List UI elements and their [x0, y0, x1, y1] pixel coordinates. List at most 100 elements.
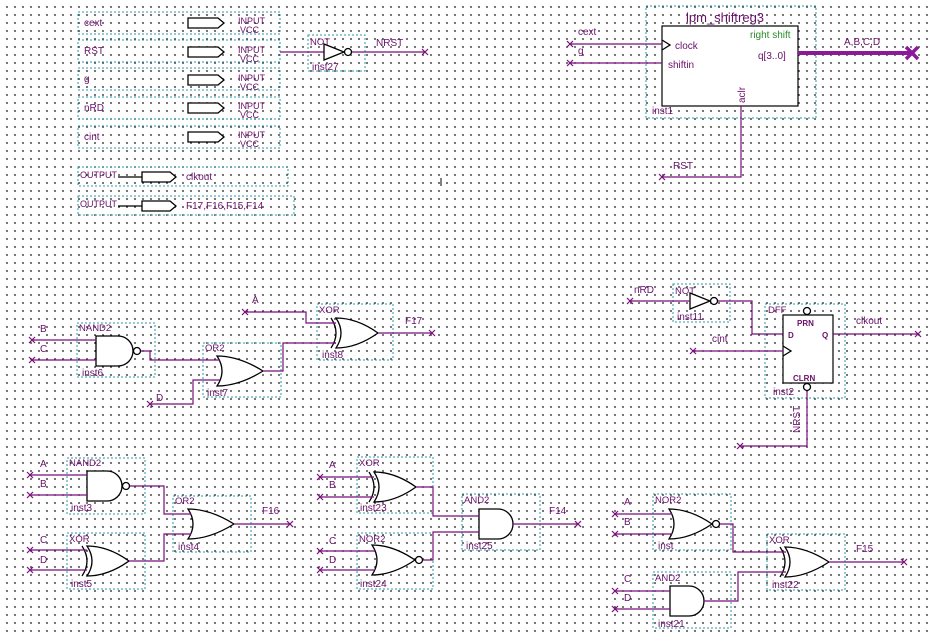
f15-label: F15	[856, 544, 874, 555]
svg-text:A: A	[329, 460, 336, 471]
svg-text:VCC: VCC	[240, 54, 260, 64]
shiftreg-block[interactable]: lpm_shiftreg3 right shift clock shiftin …	[566, 5, 920, 181]
svg-text:inst8: inst8	[322, 350, 344, 361]
svg-text:A: A	[40, 459, 47, 470]
svg-text:inst4: inst4	[178, 542, 200, 553]
svg-text:XOR: XOR	[769, 535, 790, 546]
svg-text:RST: RST	[673, 161, 693, 172]
pin-name-clkout: clkout	[186, 172, 212, 183]
svg-text:inst: inst	[658, 541, 674, 552]
pin-rst[interactable]: RST INPUT VCC	[77, 39, 281, 64]
pin-name-fbus: F17,F16,F15,F14	[186, 201, 264, 212]
svg-text:DFF: DFF	[768, 305, 787, 316]
pin-cint[interactable]: cint INPUT VCC	[77, 125, 281, 149]
svg-text:INPUT: INPUT	[238, 73, 266, 83]
svg-text:inst6: inst6	[82, 368, 104, 379]
svg-text:OUTPUT: OUTPUT	[80, 199, 118, 209]
nrst-label: NRST	[376, 38, 403, 49]
svg-text:VCC: VCC	[240, 110, 260, 120]
svg-text:AND2: AND2	[464, 495, 489, 506]
svg-text:nRD: nRD	[634, 285, 654, 296]
svg-text:inst23: inst23	[360, 503, 387, 514]
pin-name-nrd: nRD	[84, 103, 104, 114]
svg-text:NOR2: NOR2	[655, 495, 681, 506]
svg-text:INPUT: INPUT	[238, 16, 266, 26]
svg-text:inst2: inst2	[773, 387, 795, 398]
svg-text:C: C	[40, 344, 47, 355]
pin-name-cint: cint	[84, 132, 100, 143]
svg-text:inst22: inst22	[772, 580, 799, 591]
svg-text:NAND2: NAND2	[79, 323, 111, 334]
svg-text:VCC: VCC	[240, 82, 260, 92]
pin-cext[interactable]: cext INPUT VCC	[77, 11, 281, 35]
svg-text:D: D	[788, 331, 794, 340]
svg-text:NAND2: NAND2	[69, 458, 101, 469]
svg-text:inst3: inst3	[71, 503, 93, 514]
f17-circuit[interactable]: NAND2 B C inst6 OR2 D inst7 XOR A F17 in…	[28, 295, 436, 408]
svg-text:XOR: XOR	[319, 305, 340, 316]
svg-text:NOT: NOT	[310, 37, 330, 48]
f14-circuit[interactable]: XOR A B inst23 NOR2 C D inst24 AND2 F14 …	[316, 456, 582, 590]
pin-name-cext: cext	[84, 18, 103, 29]
svg-text:XOR: XOR	[359, 458, 380, 469]
svg-text:inst5: inst5	[71, 579, 93, 590]
pin-g[interactable]: g INPUT VCC	[77, 67, 281, 92]
svg-text:B: B	[624, 517, 631, 528]
svg-text:D: D	[40, 555, 47, 566]
svg-text:inst7: inst7	[207, 388, 229, 399]
svg-text:D: D	[329, 555, 336, 566]
clkout-label: clkout	[856, 316, 882, 327]
svg-text:PRN: PRN	[797, 319, 814, 328]
svg-text:Q: Q	[822, 331, 828, 340]
svg-text:B: B	[40, 324, 47, 335]
svg-text:inst21: inst21	[658, 619, 685, 630]
abcd-bus-label: A,B,C,D	[844, 37, 880, 48]
f16-label: F16	[262, 506, 280, 517]
svg-text:OR2: OR2	[205, 343, 225, 354]
svg-text:inst27: inst27	[312, 62, 339, 73]
svg-text:INPUT: INPUT	[238, 130, 266, 140]
not-gate-inst27[interactable]: NOT NRST inst27	[280, 34, 429, 73]
svg-text:OR2: OR2	[175, 496, 195, 507]
svg-text:NOR2: NOR2	[359, 534, 385, 545]
svg-text:q[3..0]: q[3..0]	[758, 51, 786, 62]
svg-text:CLRN: CLRN	[793, 374, 815, 383]
svg-text:clock: clock	[675, 41, 699, 52]
svg-text:right shift: right shift	[750, 30, 791, 41]
pin-name-rst: RST	[84, 46, 104, 57]
svg-text:AND2: AND2	[655, 573, 680, 584]
svg-text:cext: cext	[578, 27, 597, 38]
svg-text:D: D	[624, 593, 631, 604]
svg-text:B: B	[329, 480, 336, 491]
svg-text:NRST: NRST	[792, 406, 803, 433]
svg-text:aclr: aclr	[737, 86, 748, 103]
svg-text:OUTPUT: OUTPUT	[80, 170, 118, 180]
svg-text:g: g	[578, 46, 584, 57]
svg-text:B: B	[40, 479, 47, 490]
f17-label: F17	[405, 316, 423, 327]
f15-circuit[interactable]: NOR2 A B inst AND2 C D inst21 XOR F15 in…	[611, 493, 908, 630]
svg-text:inst24: inst24	[360, 579, 387, 590]
f14-label: F14	[549, 506, 567, 517]
dff-circuit[interactable]: NOT nRD inst11 DFF PRN D Q CLRN cint clk…	[626, 283, 922, 450]
svg-text:INPUT: INPUT	[238, 101, 266, 111]
svg-text:inst1: inst1	[652, 106, 674, 117]
svg-text:A: A	[252, 295, 259, 306]
svg-text:shiftin: shiftin	[668, 60, 694, 71]
pin-nrd[interactable]: nRD INPUT VCC	[77, 96, 281, 120]
svg-text:cint: cint	[712, 334, 728, 345]
svg-text:C: C	[329, 536, 336, 547]
f16-circuit[interactable]: NAND2 A B inst3 XOR C D inst5 OR2 F16 in…	[26, 457, 294, 590]
svg-text:VCC: VCC	[240, 139, 260, 149]
svg-text:inst11: inst11	[677, 312, 703, 323]
svg-text:INPUT: INPUT	[238, 45, 266, 55]
pin-name-g: g	[84, 74, 90, 85]
svg-text:XOR: XOR	[69, 534, 90, 545]
shiftreg-title: lpm_shiftreg3	[686, 10, 764, 25]
svg-text:VCC: VCC	[240, 25, 260, 35]
svg-text:inst25: inst25	[466, 541, 493, 552]
pin-clkout[interactable]: OUTPUT clkout	[77, 166, 289, 187]
svg-text:D: D	[156, 393, 163, 404]
pin-f-bus[interactable]: OUTPUT F17,F16,F15,F14	[77, 195, 295, 216]
